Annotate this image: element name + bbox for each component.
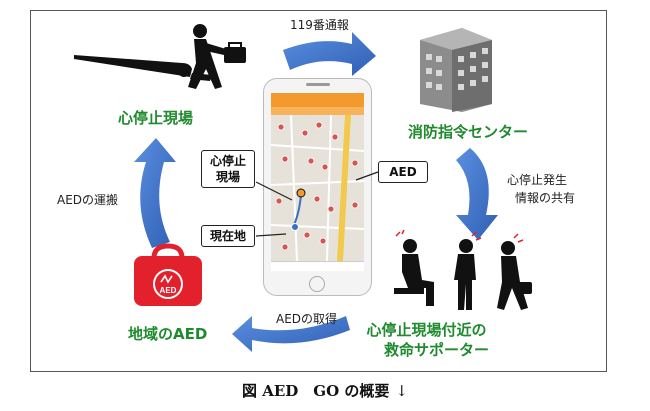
phone-speaker — [306, 83, 330, 86]
return-mark: ↓ — [395, 382, 408, 400]
label-info-share-line1: 心停止発生 — [507, 173, 568, 187]
callout-scene-line2: 現場 — [215, 170, 240, 184]
building-icon — [420, 28, 492, 112]
node-cardiac-arrest-scene: 心停止現場 — [118, 109, 194, 127]
phone-home-button[interactable] — [309, 276, 325, 292]
figure-caption-text: 図 AED GO の概要 — [242, 382, 390, 400]
callout-current-location: 現在地 — [201, 225, 255, 247]
cardiac-arrest-scene-icon — [74, 24, 246, 89]
label-info-share-line2: 情報の共有 — [515, 191, 576, 205]
arrow-share — [456, 148, 498, 240]
app-screen — [271, 93, 364, 271]
app-header-bar — [271, 93, 364, 107]
label-aed-acquire: AEDの取得 — [276, 312, 338, 326]
arrow-acquire — [232, 316, 350, 352]
node-life-supporters: 心停止現場付近の 救命サポーター — [364, 320, 490, 360]
callout-aed: AED — [378, 161, 428, 183]
node-local-aed: 地域のAED — [128, 325, 208, 343]
arrow-report — [283, 32, 376, 76]
node-fire-command-center: 消防指令センター — [408, 123, 529, 141]
life-supporters-icon — [394, 229, 532, 310]
smartphone — [263, 78, 372, 296]
callout-scene-line1: 心停止 — [209, 154, 246, 168]
aed-bag-label: AED — [160, 286, 177, 295]
map-view — [271, 114, 364, 262]
app-footer-bar — [271, 261, 364, 271]
node-life-supporters-line2: 救命サポーター — [384, 341, 490, 359]
aed-bag-icon: AED — [134, 243, 202, 306]
label-aed-carry: AEDの運搬 — [57, 193, 119, 207]
label-119-report: 119番通報 — [290, 18, 349, 32]
label-info-share: 心停止発生 情報の共有 — [507, 171, 575, 207]
app-tab-bar — [271, 107, 364, 115]
figure-caption: 図 AED GO の概要 ↓ — [0, 380, 650, 401]
node-life-supporters-line1: 心停止現場付近の — [366, 321, 487, 339]
arrow-carry — [134, 138, 176, 248]
callout-cardiac-arrest-scene: 心停止 現場 — [201, 150, 255, 188]
